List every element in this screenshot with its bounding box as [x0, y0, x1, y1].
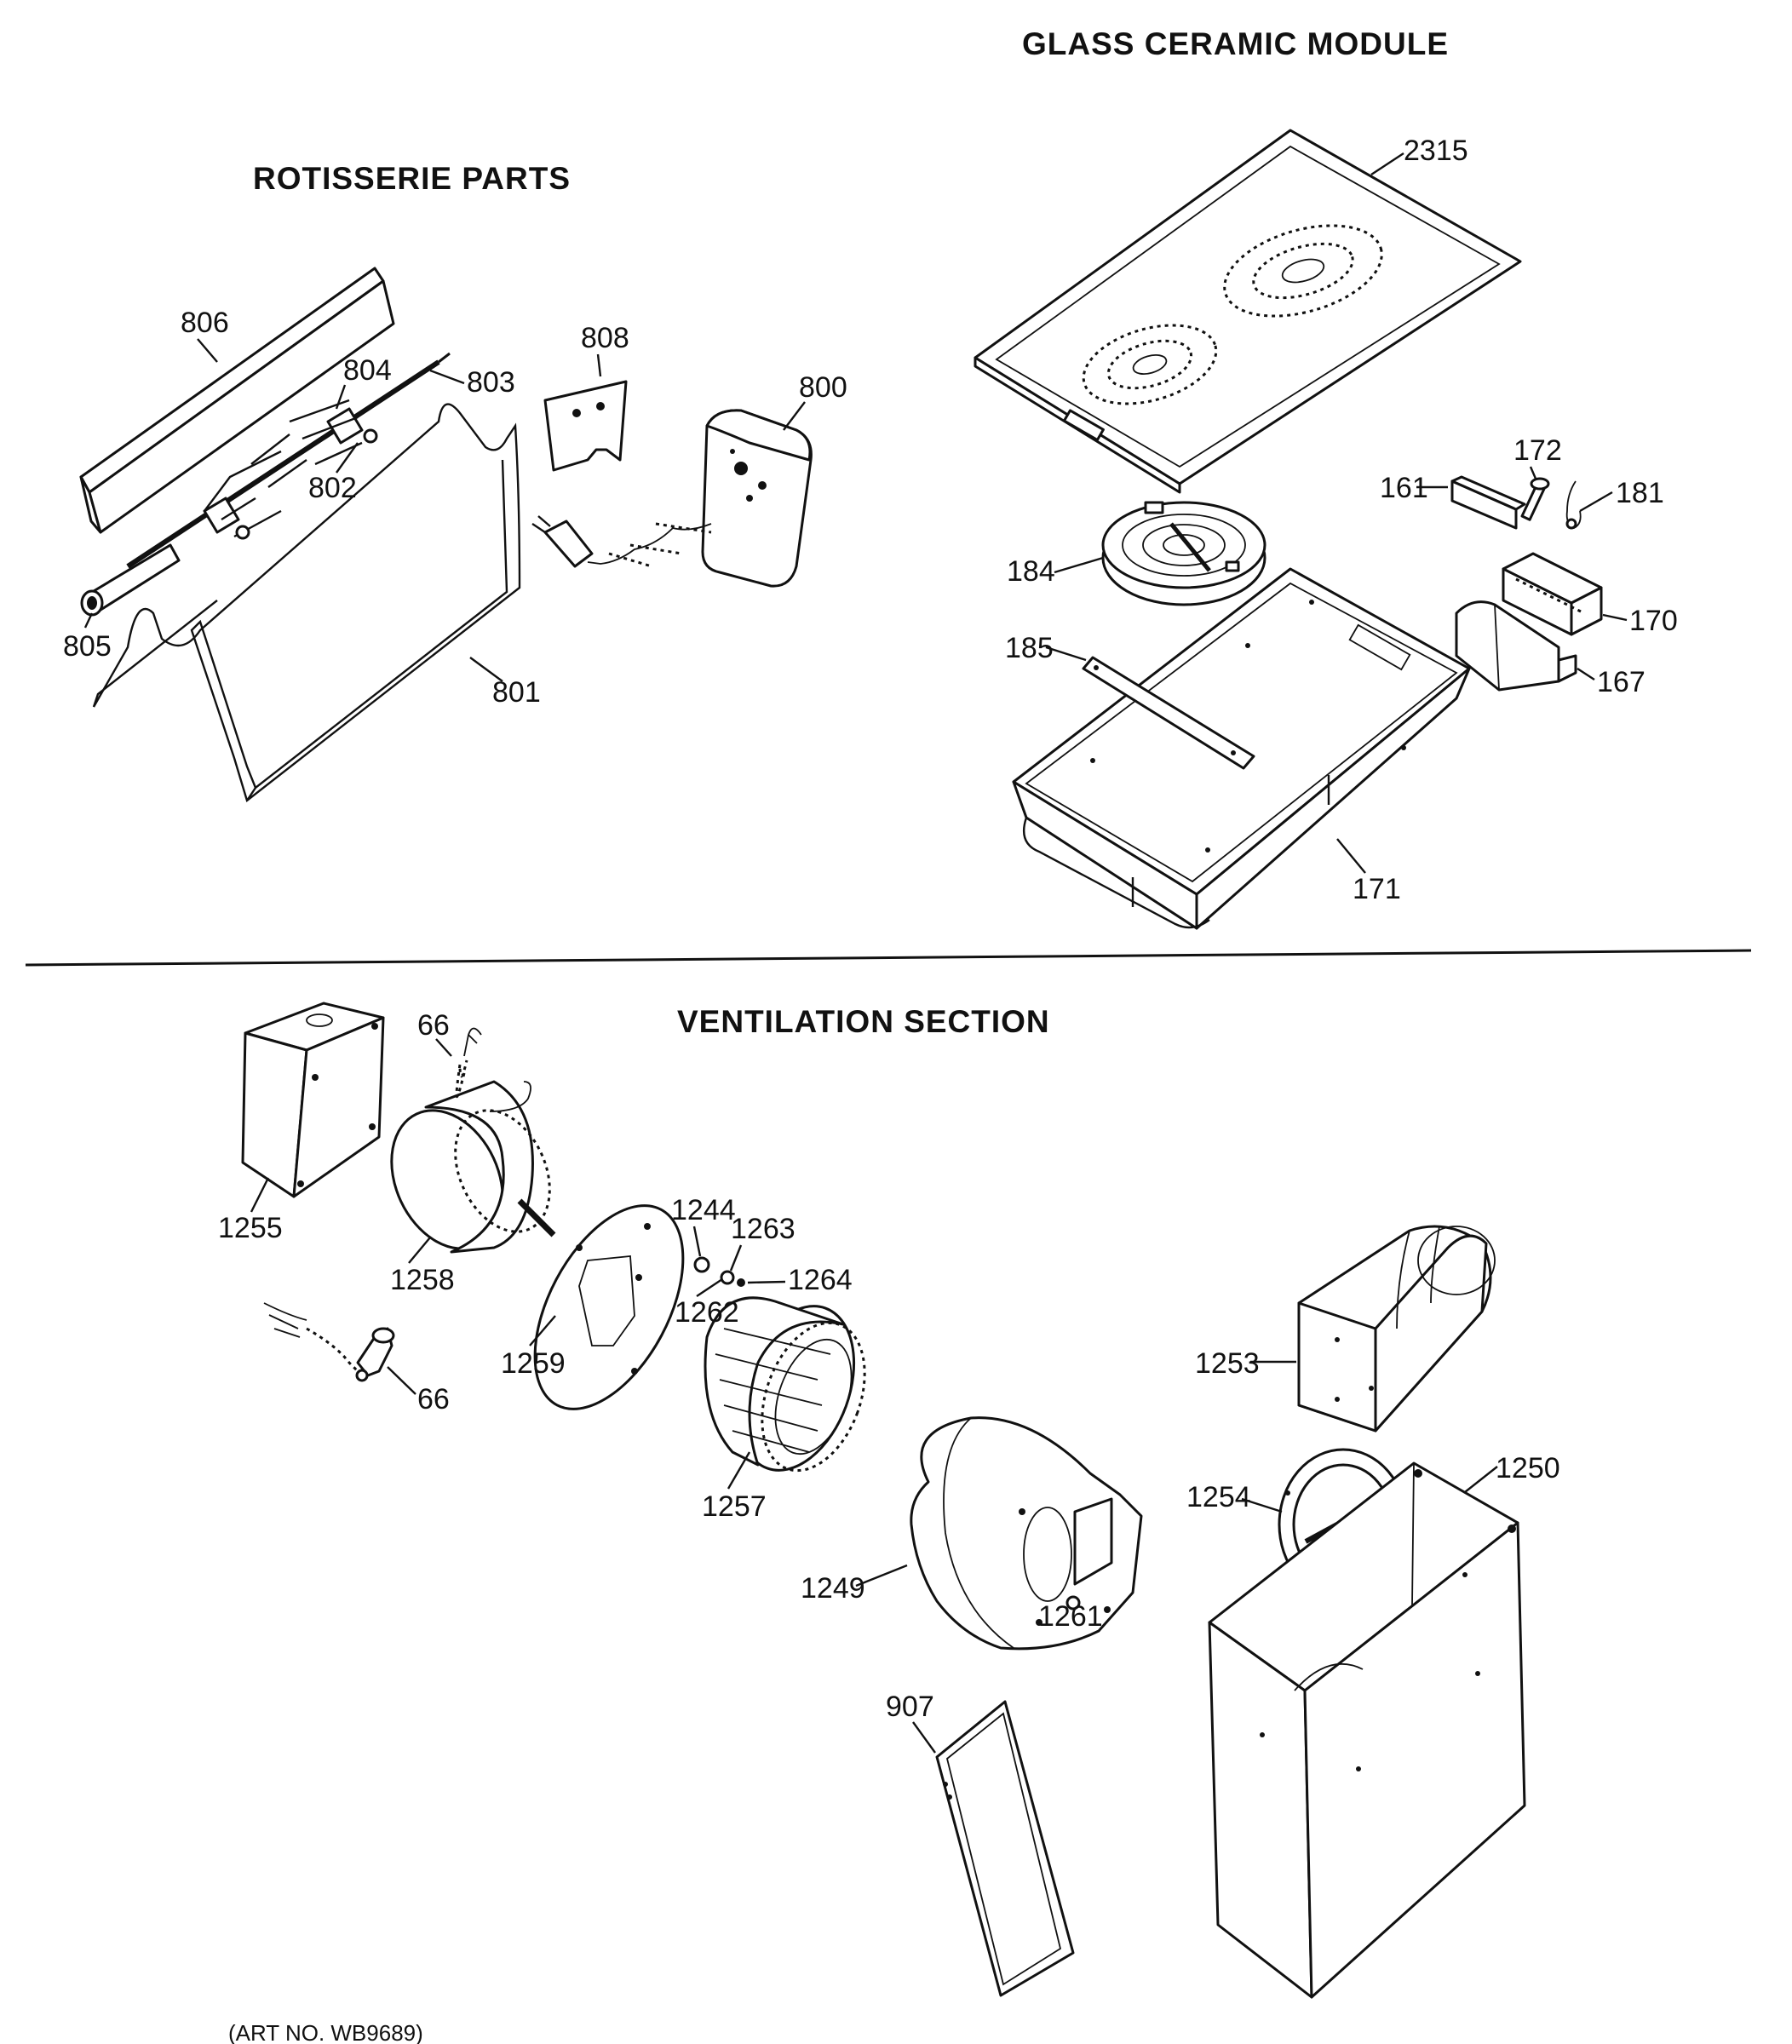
label-1257: 1257 [702, 1490, 767, 1523]
part-806-rail [79, 267, 395, 534]
part-161-plate [1450, 475, 1526, 530]
label-805: 805 [63, 630, 112, 663]
label-1255: 1255 [218, 1212, 283, 1244]
label-1263: 1263 [731, 1213, 795, 1245]
rotisserie-labels: 806 808 804 803 800 802 805 801 [63, 307, 847, 709]
rotisserie-parts-drawing [79, 267, 813, 803]
label-1261: 1261 [1038, 1600, 1103, 1633]
part-1253-duct [1297, 1225, 1496, 1433]
section-divider [25, 949, 1752, 967]
label-802: 802 [308, 472, 357, 504]
label-1258: 1258 [390, 1264, 455, 1296]
label-1253: 1253 [1195, 1347, 1260, 1380]
label-808: 808 [581, 322, 629, 354]
label-66-top: 66 [417, 1009, 450, 1042]
part-66-fitting [263, 1302, 395, 1382]
label-1254: 1254 [1186, 1481, 1251, 1513]
part-172-screw [1520, 477, 1550, 521]
label-66-bottom: 66 [417, 1383, 450, 1415]
label-1249: 1249 [801, 1572, 865, 1605]
label-2315: 2315 [1404, 135, 1468, 167]
label-1244: 1244 [671, 1194, 736, 1226]
ventilation-labels: 66 1255 1258 1244 1263 1264 1262 1259 66… [218, 1009, 1560, 1754]
part-1258-motor [390, 1027, 556, 1254]
label-1262: 1262 [675, 1296, 739, 1329]
part-1257-blower-wheel [704, 1296, 866, 1473]
part-184-burner [1101, 501, 1266, 606]
label-804: 804 [343, 354, 392, 387]
part-1259-plate [533, 1204, 685, 1410]
part-171-pan [1012, 567, 1471, 930]
label-185: 185 [1005, 632, 1054, 664]
label-1259: 1259 [501, 1347, 566, 1380]
part-907-filter [935, 1700, 1075, 1997]
label-1250: 1250 [1496, 1452, 1560, 1484]
part-803-spit [80, 352, 451, 617]
glass-ceramic-labels: 2315 172 161 181 184 170 185 167 171 [1005, 135, 1678, 905]
label-171: 171 [1353, 873, 1401, 905]
part-808-bracket [543, 380, 628, 472]
part-1250-cabinet [1208, 1461, 1526, 1999]
label-801: 801 [492, 676, 541, 709]
label-806: 806 [181, 307, 229, 339]
glass-ceramic-drawing [974, 129, 1603, 930]
part-800-motor [531, 409, 813, 588]
label-170: 170 [1629, 605, 1678, 637]
label-172: 172 [1513, 434, 1562, 467]
part-181-clip [1565, 480, 1582, 530]
part-167-bracket [1455, 600, 1577, 692]
part-small-hardware [693, 1256, 745, 1287]
label-907: 907 [886, 1691, 934, 1723]
part-1249-housing [910, 1416, 1143, 1651]
art-number: (ART NO. WB9689) [228, 2020, 423, 2044]
label-803: 803 [467, 366, 515, 399]
part-170-terminal-block [1502, 552, 1603, 636]
title-rotisserie-parts: ROTISSERIE PARTS [253, 161, 571, 196]
title-glass-ceramic-module: GLASS CERAMIC MODULE [1022, 26, 1449, 61]
label-181: 181 [1616, 477, 1664, 509]
label-800: 800 [799, 371, 847, 404]
part-185-bar [1082, 656, 1255, 770]
label-167: 167 [1597, 666, 1646, 698]
part-801-rack [92, 403, 521, 803]
part-804-forks [203, 399, 378, 540]
title-ventilation-section: VENTILATION SECTION [677, 1004, 1050, 1039]
label-184: 184 [1007, 555, 1055, 588]
part-2315-glass-top [974, 129, 1522, 494]
ventilation-drawing [241, 1002, 1526, 1999]
label-1264: 1264 [788, 1264, 853, 1296]
part-1255-box [241, 1002, 385, 1198]
